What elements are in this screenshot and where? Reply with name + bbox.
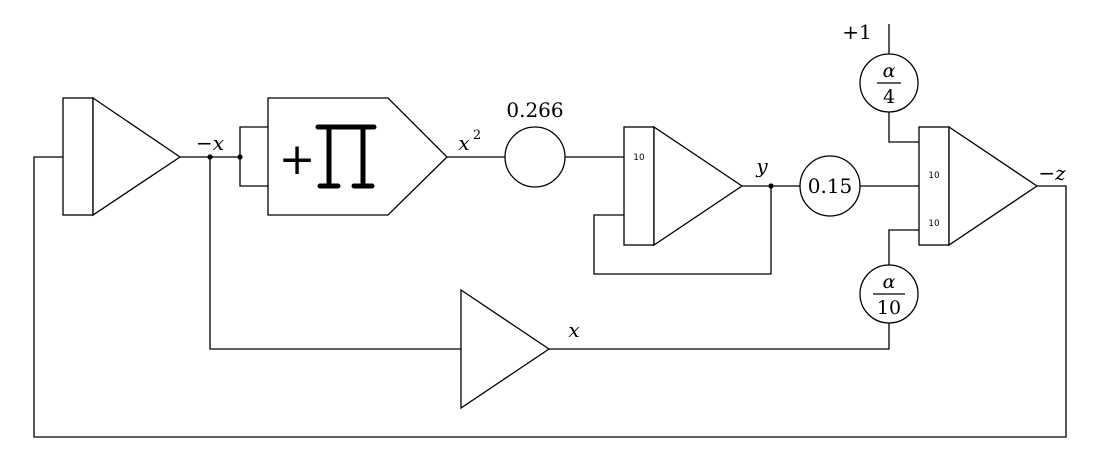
label-x: x xyxy=(568,318,579,342)
wire-mult-in-bottom xyxy=(239,157,268,187)
multiplier: + xyxy=(267,97,448,216)
wire-alpha4-to-int3 xyxy=(888,112,919,143)
junction-dot xyxy=(768,183,774,189)
int3-input-weight-top: 10 xyxy=(928,171,940,181)
integrator-3: 10 10 xyxy=(918,125,1039,247)
coefficient-015-label: 0.15 xyxy=(808,174,853,198)
multiplier-product-icon xyxy=(315,124,377,189)
integrator-1 xyxy=(62,96,182,217)
svg-text:2: 2 xyxy=(473,128,481,143)
wire-y-feedback xyxy=(593,186,772,275)
coefficient-0266-label: 0.266 xyxy=(506,98,563,122)
label-neg-x: −x xyxy=(196,131,224,155)
svg-text:x: x xyxy=(458,131,469,155)
label-plus-one: +1 xyxy=(842,20,871,44)
coefficient-alpha-4: α 4 xyxy=(859,53,919,113)
coefficient-015: 0.15 xyxy=(799,155,861,217)
inverter xyxy=(460,288,551,410)
junction-dot xyxy=(207,154,213,160)
alpha4-numerator: α xyxy=(883,60,896,82)
wire-x-to-alpha10 xyxy=(549,322,890,350)
alpha10-denominator: 10 xyxy=(877,297,901,319)
coefficient-0266 xyxy=(504,126,566,188)
label-neg-z: −z xyxy=(1038,161,1066,185)
label-y: y xyxy=(755,154,768,178)
wire-neg-x-to-inverter xyxy=(209,157,461,350)
int2-input-weight: 10 xyxy=(633,153,645,163)
wire-alpha10-to-int3 xyxy=(888,229,919,266)
int3-input-weight-bottom: 10 xyxy=(928,219,940,229)
coefficient-alpha-10: α 10 xyxy=(859,264,919,324)
wire-mult-in-top xyxy=(239,126,268,157)
integrator-2: 10 xyxy=(623,125,744,247)
alpha10-numerator: α xyxy=(883,271,896,293)
wires xyxy=(33,24,1067,438)
wire-feedback-neg-z xyxy=(33,156,1067,438)
multiplier-plus: + xyxy=(279,134,316,185)
label-x-squared: x 2 xyxy=(458,128,481,155)
junction-dot xyxy=(237,154,243,160)
alpha4-denominator: 4 xyxy=(883,86,895,108)
